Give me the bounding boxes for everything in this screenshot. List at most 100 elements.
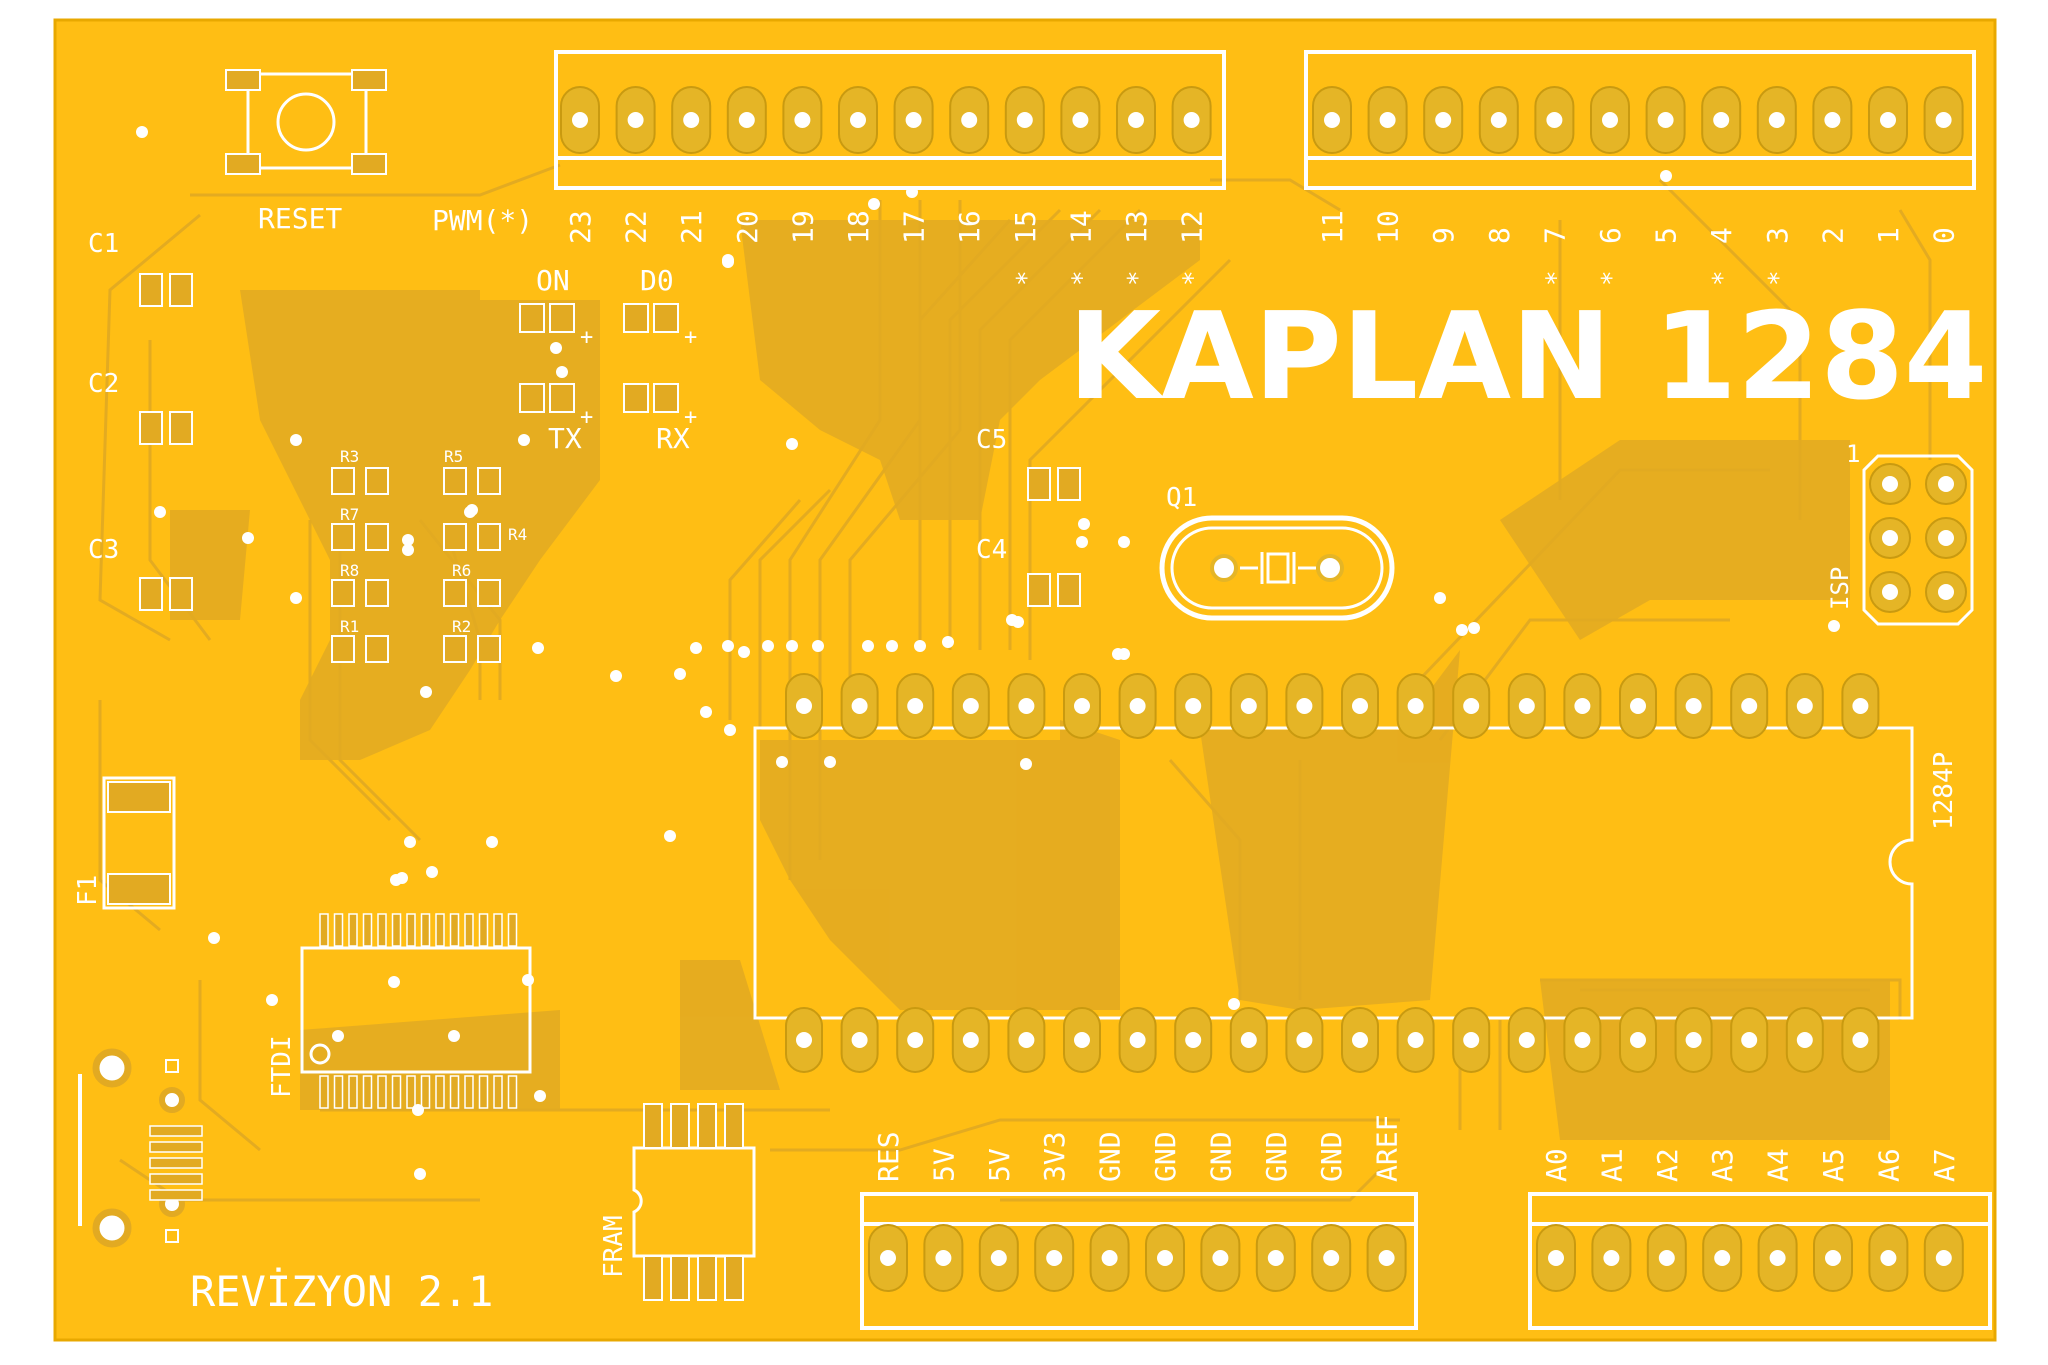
led-plus-mark: + [580, 405, 593, 430]
resistor-label: R2 [452, 617, 471, 636]
ftdi-pin [377, 1075, 387, 1109]
fram-pin [697, 1103, 717, 1149]
reset-label: RESET [258, 202, 342, 235]
header-analog-pin-label: A3 [1706, 1148, 1739, 1182]
via [1828, 620, 1840, 632]
via [208, 932, 220, 944]
header-top-left-pad [1060, 86, 1101, 154]
crystal-q1: Q1 [1159, 483, 1395, 621]
header-analog-pad [1757, 1224, 1798, 1292]
usb-pin [149, 1173, 203, 1185]
via [242, 532, 254, 544]
via [448, 1030, 460, 1042]
mcu-pin [1730, 1007, 1769, 1073]
fram-pin [643, 1255, 663, 1301]
ftdi-pin [493, 1075, 503, 1109]
via [420, 686, 432, 698]
resistor: R3 [331, 447, 389, 495]
header-power-pad [1145, 1224, 1185, 1292]
header-top-right-pin-label: 10 [1372, 210, 1405, 244]
header-analog-pad [1591, 1224, 1632, 1292]
via [396, 872, 408, 884]
pwm-star: * [1764, 270, 1794, 286]
fram-pin [643, 1103, 663, 1149]
via [154, 506, 166, 518]
via [550, 342, 562, 354]
mcu-pin [1063, 1007, 1101, 1073]
resistor: R7 [331, 505, 389, 551]
resistor: R4 [443, 523, 527, 551]
header-top-right-pin-label: 6 [1594, 227, 1627, 244]
capacitor-label: C2 [88, 369, 119, 399]
leds: ++++ [519, 303, 697, 430]
mcu-label: 1284P [1929, 752, 1959, 830]
capacitor: C2 [88, 369, 193, 445]
ftdi-pin [391, 913, 402, 947]
header-analog-pad [1868, 1224, 1909, 1292]
header-top-right-pad [1701, 86, 1742, 154]
header-top-left-pin-label: 21 [675, 210, 708, 244]
mcu-pin [840, 673, 879, 739]
header-analog-pads [1536, 1224, 1964, 1292]
pwm-label: PWM(*) [432, 204, 533, 237]
via [136, 126, 148, 138]
usb-pin [149, 1141, 203, 1153]
via [1076, 536, 1088, 548]
via [426, 866, 438, 878]
ftdi-pin [377, 913, 387, 947]
ftdi-pin [319, 1075, 329, 1109]
header-top-left-pin-label: 23 [564, 210, 597, 244]
header-power-pads [868, 1224, 1407, 1292]
via [664, 830, 676, 842]
header-power-pin-label: 5V [983, 1148, 1016, 1182]
mcu-pins-top [785, 673, 1880, 739]
via [786, 438, 798, 450]
via [402, 534, 414, 546]
header-top-left-pad [615, 86, 656, 154]
resistor: R2 [443, 617, 501, 663]
header-power-pin-label: GND [1204, 1131, 1237, 1182]
on-led-label: ON [536, 264, 570, 297]
capacitor: C3 [88, 535, 193, 611]
vias [136, 126, 1840, 1180]
via [1112, 648, 1124, 660]
mcu-pin [1452, 1007, 1491, 1073]
rx-led-label: RX [656, 422, 690, 455]
header-top-right-pad [1367, 86, 1408, 154]
fram-pin [670, 1255, 690, 1301]
mcu-pin [1174, 1007, 1213, 1073]
mcu-pin [1174, 673, 1213, 739]
isp-pin [1869, 463, 1911, 505]
header-power-pad [1034, 1224, 1075, 1292]
via [414, 1168, 426, 1180]
fram-pin [724, 1103, 744, 1149]
header-top-right-pad [1868, 86, 1908, 154]
header-top-left-pad [782, 86, 823, 154]
mcu-pin [1063, 673, 1101, 739]
header-top-right-pad [1645, 86, 1686, 154]
ftdi-pin [464, 913, 474, 947]
mcu-pin [1563, 1007, 1602, 1073]
via [674, 668, 686, 680]
mcu-pin [1674, 1007, 1713, 1073]
ftdi-pin [493, 913, 503, 947]
via [290, 592, 302, 604]
via [522, 974, 534, 986]
header-top-left-pin-label: 14 [1064, 210, 1097, 244]
ftdi-pin [362, 913, 373, 947]
via [556, 366, 568, 378]
header-power-pin-label: GND [1094, 1131, 1127, 1182]
ftdi-pin [449, 1075, 460, 1109]
mcu-pin [1785, 673, 1824, 739]
header-analog-pad [1813, 1224, 1853, 1292]
header-outlines [554, 50, 1992, 1330]
header-power-outline [860, 1192, 1418, 1330]
ftdi-pin [348, 1075, 358, 1109]
header-power-pin-label: 5V [927, 1148, 960, 1182]
via [388, 976, 400, 988]
mcu-pin [1229, 1007, 1268, 1073]
header-power-pin-label: RES [872, 1131, 905, 1182]
fram-pin [697, 1255, 717, 1301]
